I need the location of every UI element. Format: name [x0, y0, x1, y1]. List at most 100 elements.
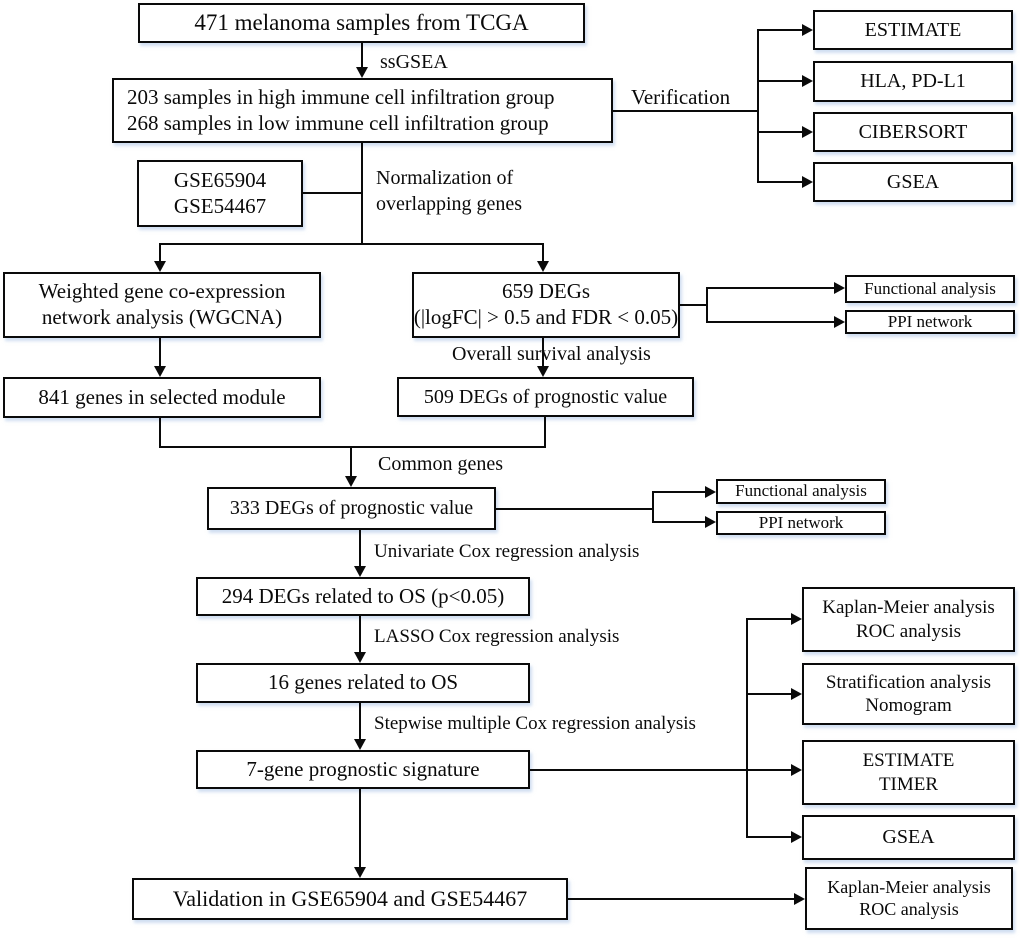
edge-label-overall-survival: Overall survival analysis	[452, 343, 651, 365]
node-841-genes: 841 genes in selected module	[3, 377, 321, 418]
connector-line	[706, 321, 834, 323]
node-label: GSEA	[882, 826, 935, 849]
connector-line	[361, 42, 363, 68]
node-label: 659 DEGs	[501, 279, 591, 304]
arrowhead-right-icon	[705, 516, 716, 528]
edge-label-univariate-cox: Univariate Cox regression analysis	[374, 541, 640, 562]
arrowhead-right-icon	[802, 24, 813, 36]
arrowhead-down-icon	[354, 739, 366, 750]
node-label: ESTIMATE	[864, 18, 962, 41]
arrowhead-down-icon	[345, 476, 357, 487]
node-label: GSEA	[886, 170, 940, 193]
node-label: Functional analysis	[735, 481, 867, 501]
connector-line	[757, 80, 802, 82]
connector-line	[159, 243, 544, 245]
connector-line	[303, 192, 363, 194]
node-infiltration-groups: 203 samples in high immune cell infiltra…	[112, 78, 613, 143]
connector-line	[757, 131, 802, 133]
node-label: (|logFC| > 0.5 and FDR < 0.05)	[413, 305, 679, 329]
connector-line	[613, 110, 758, 112]
node-label: PPI network	[758, 512, 844, 532]
node-label: PPI network	[887, 311, 973, 331]
node-509-degs: 509 DEGs of prognostic value	[397, 377, 694, 417]
connector-line	[359, 703, 361, 740]
arrowhead-right-icon	[802, 75, 813, 87]
arrowhead-right-icon	[802, 126, 813, 138]
connector-line	[544, 417, 546, 448]
node-label: HLA, PD-L1	[860, 70, 966, 93]
node-label: 268 samples in low immune cell infiltrat…	[127, 110, 549, 135]
node-verify-hla-pdl1: HLA, PD-L1	[813, 61, 1013, 102]
edge-label-ssgsea: ssGSEA	[380, 51, 448, 73]
arrowhead-right-icon	[834, 282, 845, 294]
node-label: Kaplan-Meier analysis	[827, 876, 991, 897]
node-label: ROC analysis	[859, 898, 959, 919]
arrowhead-down-icon	[356, 67, 368, 78]
arrowhead-down-icon	[354, 867, 366, 878]
node-label: 16 genes related to OS	[267, 670, 459, 695]
connector-line	[746, 618, 791, 620]
arrowhead-right-icon	[705, 486, 716, 498]
node-label: GSE65904	[173, 167, 267, 192]
node-333-degs: 333 DEGs of prognostic value	[207, 487, 496, 530]
arrowhead-down-icon	[154, 366, 166, 377]
node-label: network analysis (WGCNA)	[41, 305, 283, 329]
node-wgcna: Weighted gene co-expression network anal…	[3, 272, 321, 338]
connector-line	[746, 618, 748, 837]
node-label: 333 DEGs of prognostic value	[229, 497, 474, 520]
connector-line	[757, 29, 802, 31]
node-label: 841 genes in selected module	[38, 384, 286, 409]
node-label: GSE54467	[173, 193, 267, 218]
edge-label-line: Normalization of	[376, 167, 514, 189]
node-label: Kaplan-Meier analysis	[822, 597, 995, 619]
arrowhead-right-icon	[791, 688, 802, 700]
node-label: ROC analysis	[855, 620, 962, 642]
arrowhead-right-icon	[791, 831, 802, 843]
node-label: 294 DEGs related to OS (p<0.05)	[221, 583, 505, 608]
connector-line	[680, 304, 708, 306]
connector-line	[159, 446, 546, 448]
node-tcga-samples: 471 melanoma samples from TCGA	[138, 3, 585, 43]
connector-line	[746, 769, 791, 771]
connector-line	[757, 29, 759, 182]
node-label: CIBERSORT	[858, 120, 968, 143]
arrowhead-down-icon	[354, 652, 366, 663]
node-label: Validation in GSE65904 and GSE54467	[172, 885, 528, 911]
node-ppi-network-1: PPI network	[845, 310, 1015, 334]
node-294-degs: 294 DEGs related to OS (p<0.05)	[196, 577, 530, 616]
connector-line	[350, 446, 352, 477]
node-verify-gsea: GSEA	[813, 162, 1013, 202]
arrowhead-right-icon	[791, 764, 802, 776]
node-label: TIMER	[878, 773, 939, 795]
connector-line	[359, 789, 361, 868]
edge-label-verification: Verification	[631, 85, 731, 109]
connector-line	[359, 616, 361, 653]
connector-line	[652, 491, 705, 493]
node-label: Functional analysis	[864, 278, 996, 298]
node-estimate-timer: ESTIMATE TIMER	[802, 740, 1015, 805]
connector-line	[706, 287, 708, 323]
node-functional-analysis-1: Functional analysis	[845, 275, 1015, 303]
arrowhead-down-icon	[354, 566, 366, 577]
node-validation: Validation in GSE65904 and GSE54467	[132, 878, 568, 920]
node-16-genes: 16 genes related to OS	[196, 663, 530, 703]
node-gse-datasets: GSE65904 GSE54467	[137, 160, 303, 227]
node-7-gene-signature: 7-gene prognostic signature	[196, 750, 530, 789]
node-label: 471 melanoma samples from TCGA	[194, 9, 529, 35]
arrowhead-down-icon	[537, 261, 549, 272]
node-label: Nomogram	[865, 695, 952, 716]
connector-line	[652, 491, 654, 523]
connector-line	[496, 508, 654, 510]
node-label: Stratification analysis	[825, 671, 992, 693]
connector-line	[746, 693, 791, 695]
edge-label-lasso-cox: LASSO Cox regression analysis	[374, 626, 620, 647]
arrowhead-down-icon	[154, 261, 166, 272]
node-label: 203 samples in high immune cell infiltra…	[127, 84, 555, 109]
connector-line	[757, 181, 802, 183]
connector-line	[542, 243, 544, 262]
node-label: ESTIMATE	[862, 750, 955, 772]
arrowhead-right-icon	[802, 176, 813, 188]
connector-line	[542, 338, 544, 367]
node-stratification-nomogram: Stratification analysis Nomogram	[802, 663, 1015, 725]
edge-label-line: overlapping genes	[376, 192, 523, 215]
